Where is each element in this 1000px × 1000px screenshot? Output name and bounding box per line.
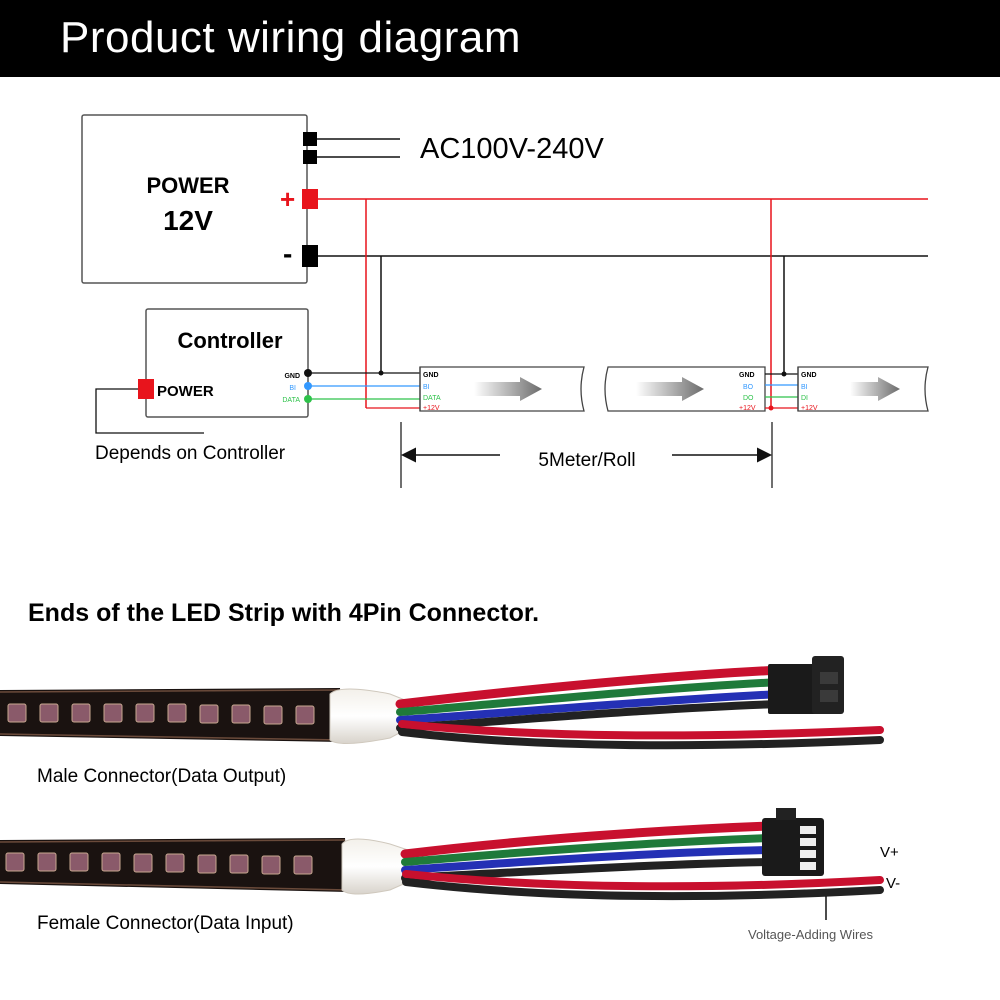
male-connector-photo	[0, 656, 884, 750]
page-title: Product wiring diagram	[60, 13, 521, 62]
length-dimension: 5Meter/Roll	[400, 422, 773, 488]
controller: Controller POWER GND BI DATA	[138, 308, 312, 418]
minus-sign: -	[283, 238, 292, 269]
connectors-heading: Ends of the LED Strip with 4Pin Connecto…	[28, 599, 539, 627]
strip1-pin-gnd: GND	[423, 372, 439, 379]
led-strip-segment-1: GND BI DATA +12V	[419, 366, 585, 412]
v-plus-label: V+	[880, 844, 899, 861]
female-connector-photo	[0, 808, 884, 901]
direction-arrow-icon	[474, 377, 542, 401]
direction-arrow-icon	[636, 377, 704, 401]
strip2-pin-bo: BO	[743, 384, 754, 391]
depends-note: Depends on Controller	[95, 443, 286, 464]
power-supply: POWER 12V + -	[81, 114, 318, 284]
strip3-pin-gnd: GND	[801, 372, 817, 379]
length-label: 5Meter/Roll	[538, 450, 635, 471]
negative-terminal	[302, 245, 318, 267]
strip1-pin-12v: +12V	[423, 405, 440, 412]
ac-terminal-1	[303, 132, 317, 146]
controller-power-terminal	[138, 379, 154, 399]
strip3-pin-di: DI	[801, 395, 808, 402]
controller-title: Controller	[177, 328, 283, 353]
callout-label: Voltage-Adding Wires	[748, 927, 874, 942]
power-supply-voltage: 12V	[163, 205, 213, 236]
plus-sign: +	[280, 184, 295, 214]
strip2-pin-12v: +12V	[739, 405, 756, 412]
strip1-pin-bi: BI	[423, 384, 430, 391]
strip1-pin-data: DATA	[423, 395, 441, 402]
male-connector-label: Male Connector(Data Output)	[37, 766, 286, 787]
female-connector-label: Female Connector(Data Input)	[37, 913, 294, 934]
direction-arrow-icon	[850, 377, 900, 401]
controller-pin-bi: BI	[289, 385, 296, 392]
controller-pin-gnd: GND	[284, 373, 300, 380]
strip2-pin-do: DO	[743, 395, 754, 402]
controller-power-label: POWER	[157, 383, 214, 400]
controller-pin-data: DATA	[282, 397, 300, 404]
strip3-pin-bi: BI	[801, 384, 808, 391]
led-strip-segment-2: GND BO DO +12V	[604, 366, 766, 412]
led-strip-segment-3: GND BI DI +12V	[797, 366, 929, 412]
ac-terminal-2	[303, 150, 317, 164]
strip2-pin-gnd: GND	[739, 372, 755, 379]
strip3-pin-12v: +12V	[801, 405, 818, 412]
header-bar: Product wiring diagram	[0, 0, 1000, 77]
positive-terminal	[302, 189, 318, 209]
power-supply-title: POWER	[146, 173, 229, 198]
v-minus-label: V-	[886, 875, 900, 892]
ac-input-label: AC100V-240V	[420, 133, 604, 165]
